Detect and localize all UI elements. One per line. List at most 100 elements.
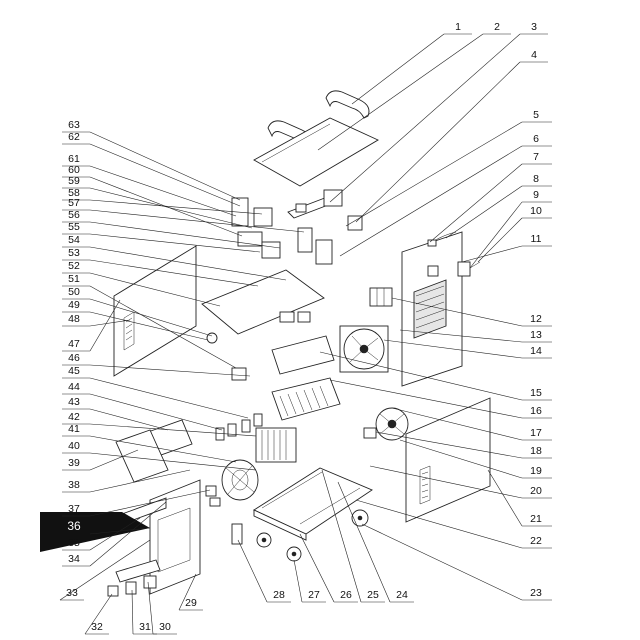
callout-28: 28 xyxy=(237,539,291,603)
fan-front-part-17 xyxy=(363,407,409,441)
callout-26: 26 xyxy=(299,533,358,603)
callout-3: 3 xyxy=(329,21,548,203)
callout-54: 54 xyxy=(62,234,287,281)
callout-number: 28 xyxy=(273,589,285,601)
callout-number: 17 xyxy=(530,427,542,439)
callout-number: 51 xyxy=(68,273,80,285)
callout-51: 51 xyxy=(62,273,237,369)
side-panel-right-part-21 xyxy=(405,397,491,523)
callout-14: 14 xyxy=(383,339,552,359)
callout-number: 43 xyxy=(68,396,80,408)
callout-37: 37 xyxy=(62,489,211,517)
callout-number: 53 xyxy=(68,247,80,259)
callout-number: 56 xyxy=(68,209,80,221)
callout-number: 47 xyxy=(68,338,80,350)
callout-number: 18 xyxy=(530,445,542,457)
callout-41: 41 xyxy=(62,423,237,463)
transformer-part-40 xyxy=(221,427,297,501)
callout-number: 1 xyxy=(455,21,461,33)
callout-47: 47 xyxy=(62,299,121,352)
callout-number: 22 xyxy=(530,535,542,547)
callout-27: 27 xyxy=(293,559,326,603)
callout-48: 48 xyxy=(62,313,131,327)
callout-number: 10 xyxy=(530,205,542,217)
callout-34: 34 xyxy=(62,501,167,567)
pcb-board-part-52 xyxy=(201,269,325,335)
callout-31: 31 xyxy=(131,589,157,635)
callout-53: 53 xyxy=(62,247,259,287)
callout-number: 49 xyxy=(68,299,80,311)
callout-52: 52 xyxy=(62,260,221,307)
callout-number: 35 xyxy=(68,537,80,549)
heatsink-part-16 xyxy=(271,335,341,421)
callout-number: 19 xyxy=(530,465,542,477)
callout-5: 5 xyxy=(345,109,552,227)
callout-number: 2 xyxy=(494,21,500,33)
callout-4: 4 xyxy=(355,49,548,223)
callout-number: 45 xyxy=(68,365,80,377)
callout-number: 50 xyxy=(68,286,80,298)
terminal-block-part-12 xyxy=(369,287,393,307)
callout-40: 40 xyxy=(62,440,257,471)
callout-number: 57 xyxy=(68,197,80,209)
callout-number: 33 xyxy=(66,587,78,599)
callout-36: 36 xyxy=(67,519,151,535)
callout-57: 57 xyxy=(62,197,305,233)
callout-23: 23 xyxy=(361,523,552,601)
callout-62: 62 xyxy=(62,131,241,207)
callout-number: 54 xyxy=(68,234,80,246)
callout-6: 6 xyxy=(339,133,552,257)
callout-19: 19 xyxy=(399,439,552,479)
callout-number: 59 xyxy=(68,175,80,187)
callout-7: 7 xyxy=(429,151,552,243)
callout-29: 29 xyxy=(178,573,203,611)
callout-number: 42 xyxy=(68,411,80,423)
callout-58: 58 xyxy=(62,187,263,215)
callout-number: 41 xyxy=(68,423,80,435)
callout-number: 11 xyxy=(531,233,542,245)
callout-number: 3 xyxy=(531,21,537,33)
callout-number: 58 xyxy=(68,187,80,199)
callout-number: 46 xyxy=(68,352,80,364)
callout-45: 45 xyxy=(62,365,249,419)
callout-number: 30 xyxy=(159,621,171,633)
callout-number: 40 xyxy=(68,440,80,452)
callout-number: 44 xyxy=(68,381,80,393)
callout-33: 33 xyxy=(59,539,151,601)
callout-17: 17 xyxy=(391,407,552,441)
callout-number: 8 xyxy=(533,173,539,185)
knob-part-31 xyxy=(107,559,161,597)
callout-35: 35 xyxy=(62,517,141,551)
callout-number: 23 xyxy=(530,587,542,599)
callout-16: 16 xyxy=(329,379,552,419)
highlight-arrow-36 xyxy=(40,512,150,552)
callout-number: 34 xyxy=(68,553,80,565)
callout-24: 24 xyxy=(337,481,414,603)
callout-number: 36 xyxy=(67,519,81,533)
callout-number: 13 xyxy=(530,329,542,341)
callout-32: 32 xyxy=(84,593,113,635)
callout-number: 21 xyxy=(530,513,542,525)
callout-number: 20 xyxy=(530,485,542,497)
callout-15: 15 xyxy=(319,351,552,401)
callout-number: 63 xyxy=(68,119,80,131)
callout-number: 52 xyxy=(68,260,80,272)
callout-number: 39 xyxy=(68,457,80,469)
callout-25: 25 xyxy=(321,469,385,603)
callout-number: 4 xyxy=(531,49,537,61)
callout-61: 61 xyxy=(62,153,237,217)
callout-13: 13 xyxy=(399,329,552,343)
callout-number: 32 xyxy=(91,621,103,633)
callout-number: 16 xyxy=(530,405,542,417)
callout-12: 12 xyxy=(391,297,552,327)
callout-22: 22 xyxy=(355,499,552,549)
callout-18: 18 xyxy=(375,431,552,459)
callout-59: 59 xyxy=(62,175,253,229)
callout-43: 43 xyxy=(62,396,169,431)
callout-1: 1 xyxy=(351,21,472,105)
rear-panel-part-11 xyxy=(401,231,463,387)
callout-50: 50 xyxy=(62,286,213,337)
callout-11: 11 xyxy=(461,233,552,263)
callout-number: 48 xyxy=(68,313,80,325)
